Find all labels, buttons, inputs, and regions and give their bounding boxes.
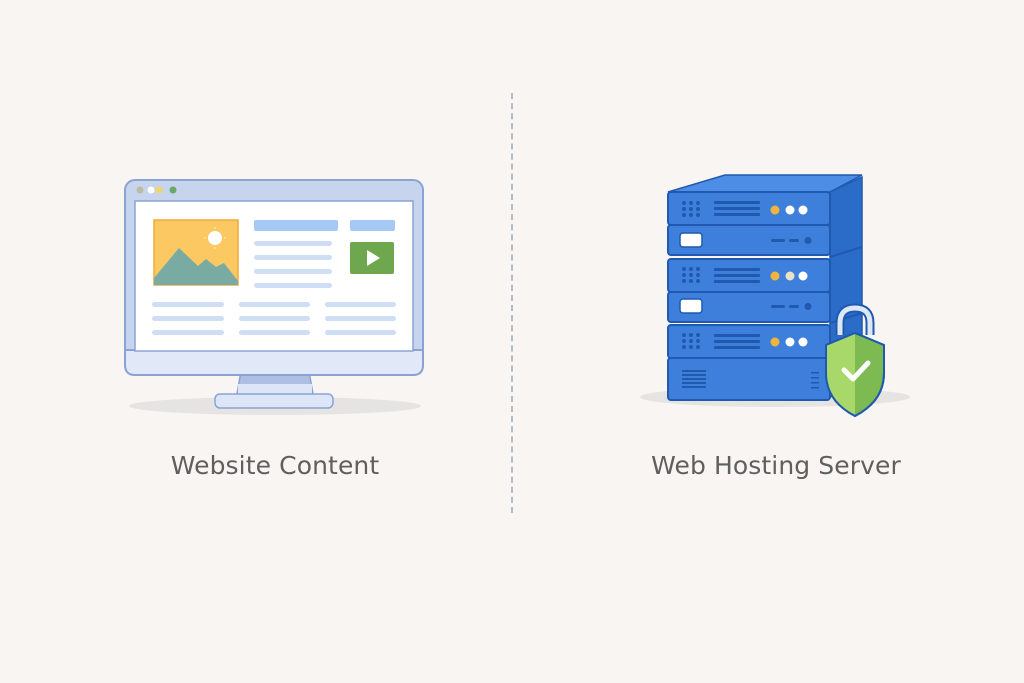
window-dot bbox=[155, 186, 163, 194]
window-dot bbox=[136, 186, 144, 194]
window-dot bbox=[169, 186, 177, 194]
window-dot bbox=[147, 186, 155, 194]
server-rack-icon bbox=[640, 174, 910, 418]
monitor-with-webpage-icon bbox=[124, 179, 424, 415]
website-content-caption: Website Content bbox=[170, 451, 380, 480]
image-placeholder-icon bbox=[153, 219, 239, 286]
section-divider bbox=[511, 93, 513, 513]
web-hosting-server-caption: Web Hosting Server bbox=[651, 451, 901, 480]
security-shield-lock-icon bbox=[825, 303, 885, 418]
play-video-icon bbox=[350, 242, 394, 274]
